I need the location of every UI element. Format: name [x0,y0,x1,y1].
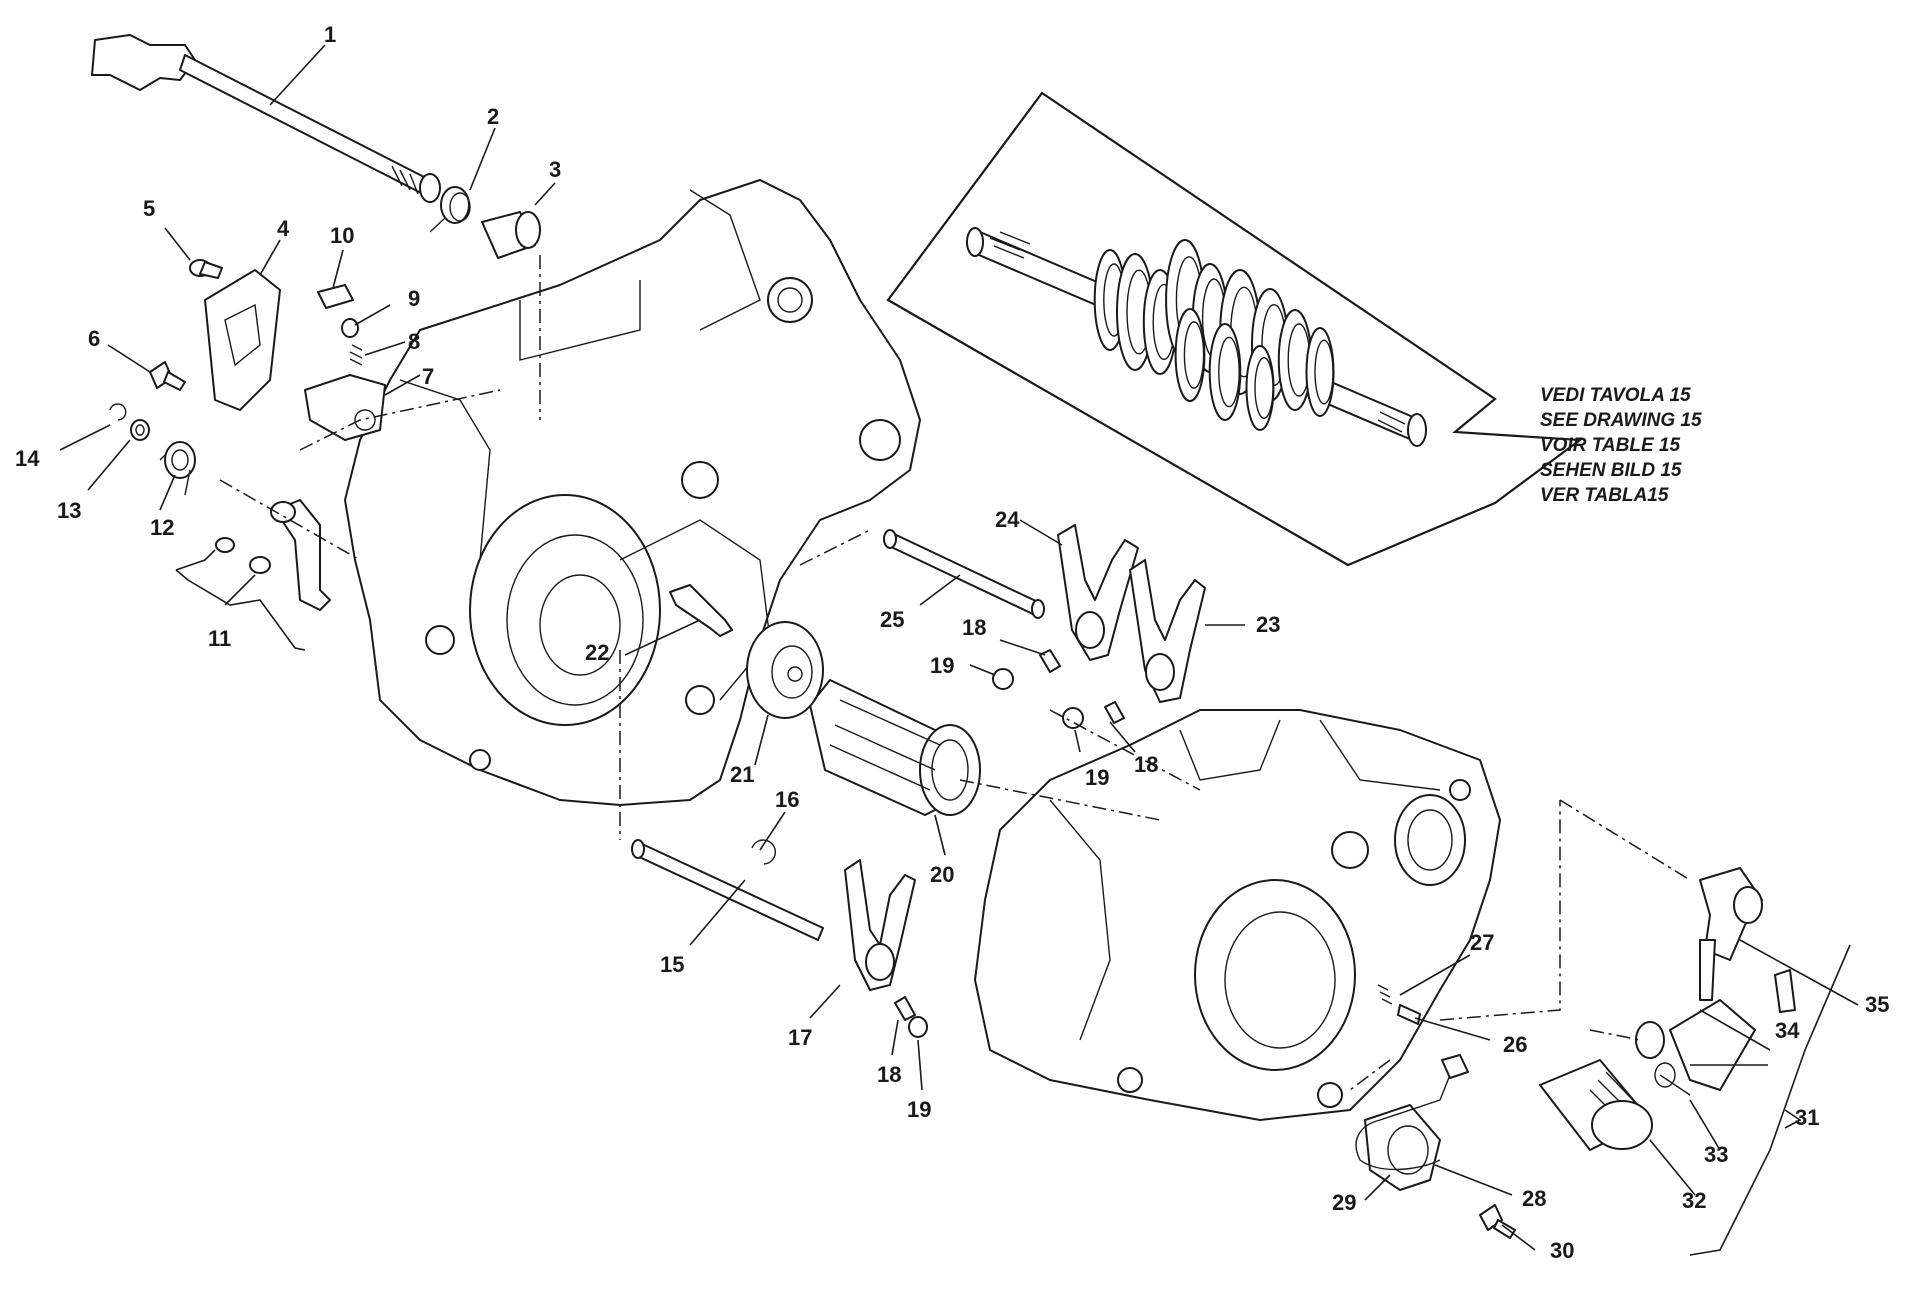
note-line-en: SEE DRAWING 15 [1540,410,1702,431]
shift-fork-part-17 [844,859,916,991]
callout-35: 35 [1865,992,1889,1017]
callout-6: 6 [88,326,100,351]
callout-23: 23 [1256,612,1280,637]
callout-1: 1 [324,22,336,47]
screw-part-5 [189,259,223,279]
callout-28: 28 [1522,1186,1546,1211]
note-line-es: VER TABLA15 [1540,485,1669,506]
screw-part-30 [1479,1204,1516,1239]
callout-31: 31 [1795,1105,1819,1130]
callout-11: 11 [208,626,231,651]
reference-note: VEDI TAVOLA 15 SEE DRAWING 15 VOIR TABLE… [1540,385,1702,506]
stud-part [669,584,733,637]
callout-10: 10 [330,223,354,248]
nut-part-19-upper [1062,707,1084,729]
pad-part [317,284,354,309]
callout-18-mid: 18 [962,615,986,640]
gearshift-shaft-part [91,34,441,203]
callout-34: 34 [1775,1018,1800,1043]
assembly-lines [219,255,1691,1091]
callout-18-upper: 18 [1134,752,1158,777]
spring-part-8 [349,344,363,366]
callout-3: 3 [549,157,561,182]
transmission-shafts-icon [966,227,1427,447]
spring-part-27 [1377,984,1393,1005]
callout-29: 29 [1332,1190,1356,1215]
gear-sensor-part [1364,1104,1441,1191]
callout-30: 30 [1550,1238,1574,1263]
callout-24: 24 [995,507,1020,532]
drum-cam-part [746,621,824,719]
note-line-de: SEHEN BILD 15 [1540,460,1682,481]
callout-21: 21 [730,762,754,787]
note-line-fr: VOIR TABLE 15 [1540,435,1680,456]
detent-lever-part [304,374,386,441]
nut-part-19-mid [992,668,1014,690]
callout-18-lower: 18 [877,1062,901,1087]
shift-fork-part-24 [1057,524,1139,661]
callout-9: 9 [408,286,420,311]
bushing-part [481,211,541,259]
note-line-it: VEDI TAVOLA 15 [1540,385,1691,406]
callout-27: 27 [1470,930,1494,955]
callout-4: 4 [277,216,290,241]
callout-17: 17 [788,1025,812,1050]
washer-part [130,419,150,441]
callout-13: 13 [57,498,81,523]
callout-25: 25 [880,607,904,632]
callout-14: 14 [15,446,40,471]
callout-19-mid: 19 [930,653,954,678]
callout-32: 32 [1682,1188,1706,1213]
callout-labels: 1 2 3 4 5 6 7 8 9 10 11 12 13 14 15 16 1… [15,22,1889,1263]
callout-33: 33 [1704,1142,1728,1167]
callout-12: 12 [150,515,174,540]
pin-part-18-mid [1039,649,1061,673]
callout-7: 7 [422,364,434,389]
callout-19-lower: 19 [907,1097,931,1122]
pin-part-18-upper [1104,701,1125,724]
plunger-part-26 [1397,1004,1421,1025]
right-crankcase-half [974,709,1501,1121]
shift-drum-part [809,679,981,816]
lever-assembly-part [215,499,331,611]
leader-lines [59,44,1859,1256]
fork-shaft-part [631,839,824,941]
transmission-inset [886,91,1584,567]
callout-22: 22 [585,640,609,665]
circlip-part [109,403,127,421]
callout-26: 26 [1503,1032,1527,1057]
callout-15: 15 [660,952,684,977]
torsion-spring-part [159,441,196,496]
fork-shaft-part-25 [883,529,1045,619]
sensor-wire-part [1355,1054,1469,1171]
callout-16: 16 [775,787,799,812]
callout-19-upper: 19 [1085,765,1109,790]
shift-fork-part-23 [1129,559,1206,703]
callout-20: 20 [930,862,954,887]
left-crankcase-half [344,179,921,806]
callout-2: 2 [487,104,499,129]
callout-5: 5 [143,196,155,221]
pin-part-18-lower [894,996,916,1021]
gear-lever-assembly [1539,867,1796,1151]
callout-8: 8 [408,329,420,354]
bolt-part-6 [149,361,186,391]
circlip-part-16 [751,839,776,865]
spring-part [429,186,471,233]
nut-part-19-lower [908,1016,928,1038]
plunger-part [341,318,359,338]
guide-plate-part [204,269,281,411]
